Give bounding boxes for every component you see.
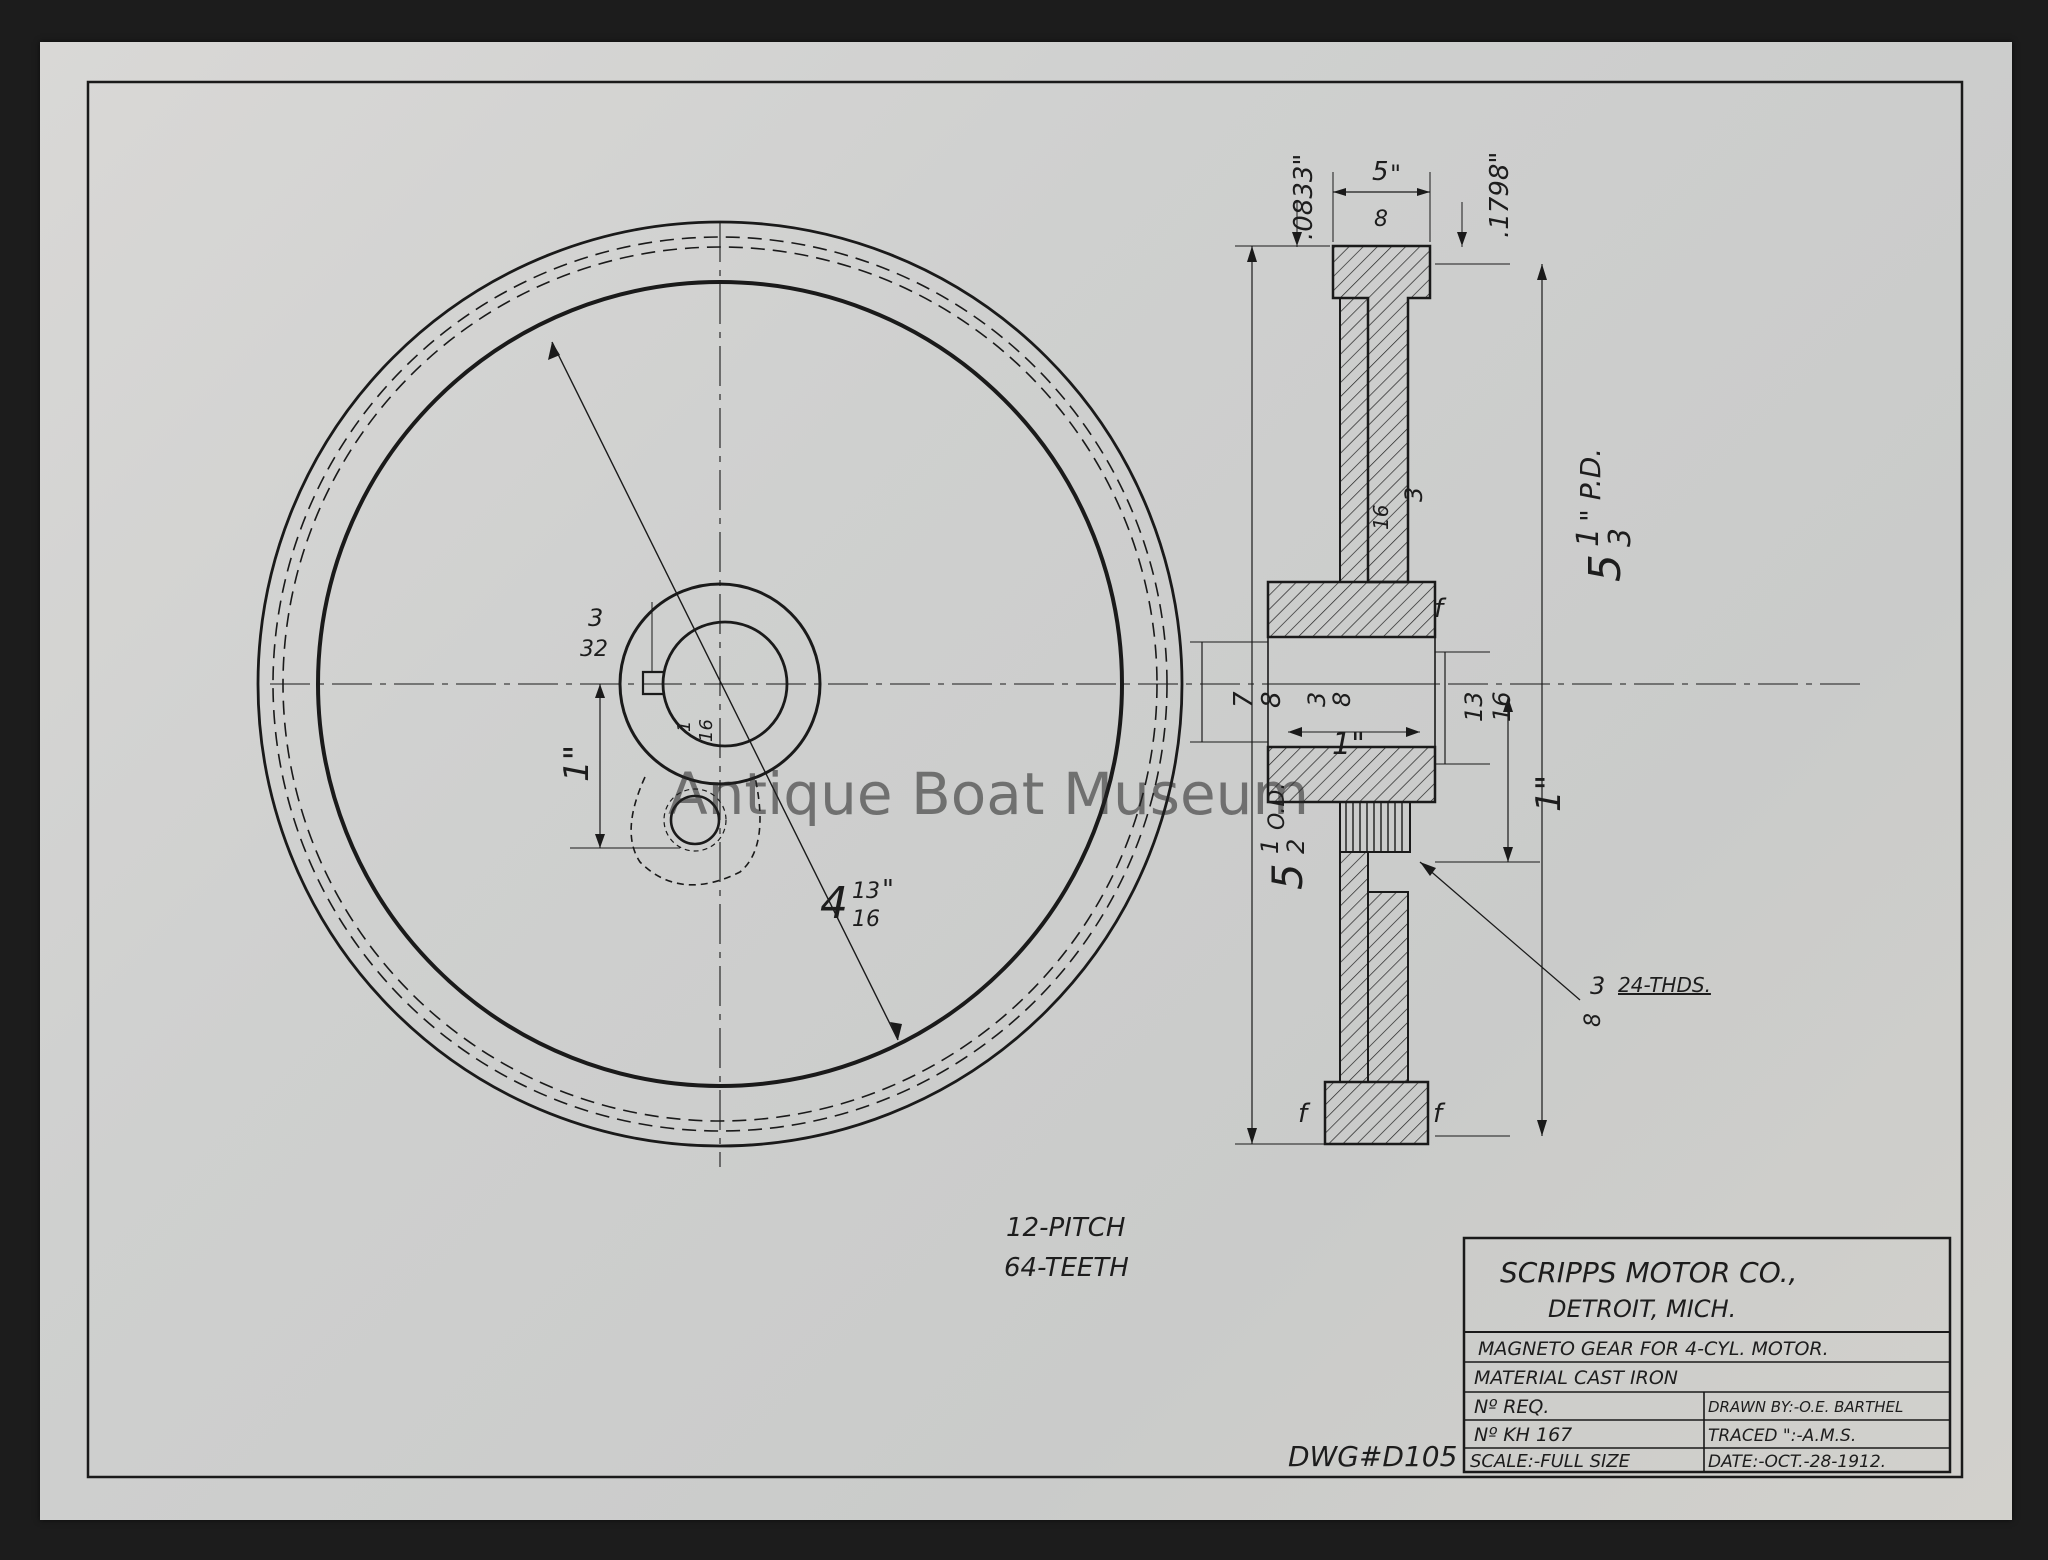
tap-den: 8 [1581, 1013, 1606, 1027]
engineering-drawing: .0833" .1798" 5 8 " 3 16 5 1 3 " P.D. 5 … [86, 80, 1964, 1479]
web-dim-den: 16 [1369, 505, 1393, 530]
hub-length: 1" [1332, 727, 1365, 762]
company-city: DETROIT, MICH. [1548, 1295, 1736, 1323]
outside-dia-den: 2 [1282, 839, 1310, 854]
pitch-dia-unit: " P.D. [1574, 448, 1607, 522]
web-bottom [1339, 851, 1369, 1083]
pitch-dia-num: 1 [1571, 528, 1606, 547]
watermark: Antique Boat Museum [668, 760, 1309, 828]
date: DATE:-OCT.-28-1912. [1708, 1452, 1886, 1472]
finish-mark: f [1434, 594, 1447, 624]
tap-thread: 24-THDS. [1618, 973, 1711, 997]
gear-notes: 12-PITCH 64-TEETH DWG#D105 [1004, 1213, 1457, 1473]
hub-right-num: 13 [1460, 691, 1488, 722]
inner-dia-den: 16 [852, 907, 880, 932]
offset-left: 1" [557, 745, 597, 782]
outside-dia-num: 1 [1256, 839, 1284, 854]
drawing-number: DWG#D105 [1288, 1440, 1457, 1473]
tapped-hole [669, 794, 721, 846]
tap-boss [630, 776, 761, 886]
pitch-note: 12-PITCH [1006, 1213, 1125, 1243]
tooth-dim-b: .1798" [1485, 152, 1515, 238]
drawn-by: DRAWN BY:-O.E. BARTHEL [1708, 1398, 1903, 1416]
hub-right-den: 16 [1488, 691, 1516, 722]
pitch-dia-whole: 5 [1580, 554, 1631, 582]
hub-left-num: 7 [1229, 691, 1259, 708]
scale: SCALE:-FULL SIZE [1470, 1451, 1631, 1472]
section-view [1190, 172, 1581, 1146]
keyway [641, 670, 665, 696]
number-required: Nº REQ. [1474, 1396, 1549, 1418]
key-depth-den: 16 [696, 719, 717, 742]
outside-dia-unit: O.D. [1265, 783, 1290, 830]
sheet-border [86, 80, 1964, 1479]
finish-mark: f [1433, 1099, 1446, 1129]
thread-section [1339, 801, 1411, 853]
outside-dia-whole: 5 [1263, 863, 1312, 890]
pitch-dia-den: 3 [1603, 528, 1638, 547]
key-depth-num: 1 [674, 721, 695, 732]
drawing-sheet: .0833" .1798" 5 8 " 3 16 5 1 3 " P.D. 5 … [40, 42, 2012, 1520]
web-top [1339, 297, 1369, 583]
tooth-dim-a: .0833" [1289, 154, 1319, 240]
face-width-num: 5 [1372, 157, 1389, 187]
part-name: MAGNETO GEAR FOR 4-CYL. MOTOR. [1478, 1338, 1829, 1360]
finish-mark: f [1298, 1099, 1311, 1129]
bore-den: 8 [1328, 692, 1356, 707]
hub-lower [1266, 745, 1437, 804]
company-name: SCRIPPS MOTOR CO., [1500, 1256, 1797, 1289]
tap-num: 3 [1590, 972, 1605, 1000]
hub-upper [1266, 580, 1437, 639]
inner-dia-whole: 4 [820, 878, 848, 929]
diameter-leader [551, 341, 899, 1041]
keyway-num: 3 [588, 604, 603, 632]
offset-right: 1" [1529, 775, 1569, 812]
web-dim-num: 3 [1400, 487, 1428, 502]
keyway-den: 32 [580, 637, 608, 662]
bore-num: 3 [1303, 692, 1331, 707]
face-width-unit: " [1390, 160, 1401, 188]
face-width-den: 8 [1374, 207, 1388, 232]
material: MATERIAL CAST IRON [1474, 1367, 1678, 1389]
front-view [256, 220, 1860, 1167]
hub-left-den: 8 [1257, 691, 1287, 708]
title-block: SCRIPPS MOTOR CO., DETROIT, MICH. MAGNET… [1462, 1236, 1952, 1474]
inner-dia-unit: " [882, 875, 894, 905]
part-number: Nº KH 167 [1474, 1424, 1572, 1446]
dimension-labels: .0833" .1798" 5 8 " 3 16 5 1 3 " P.D. 5 … [557, 152, 1711, 1129]
inner-dia-num: 13 [852, 879, 880, 904]
traced-by: TRACED ":-A.M.S. [1708, 1426, 1856, 1446]
teeth-note: 64-TEETH [1004, 1253, 1129, 1283]
